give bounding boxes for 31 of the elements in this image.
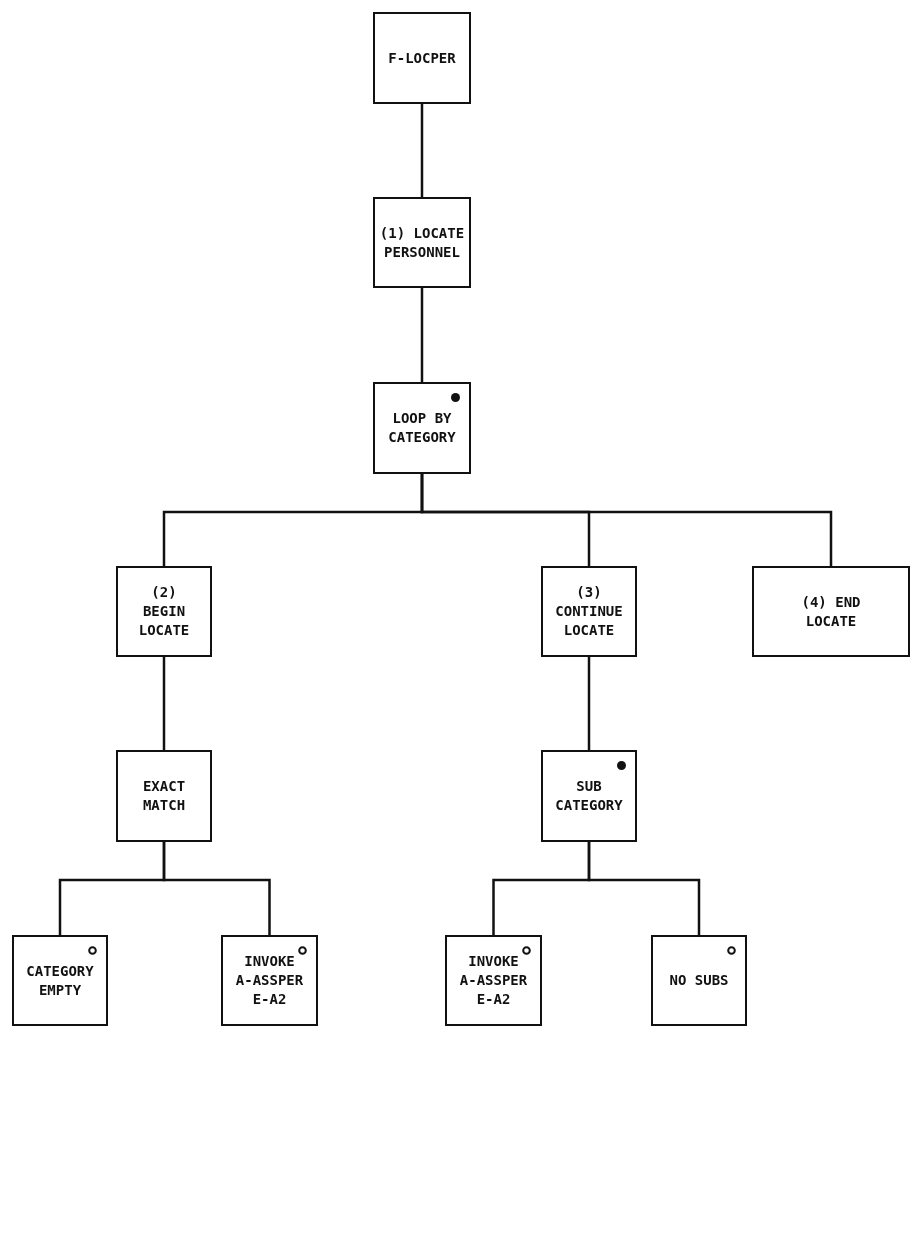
connector-line (162, 657, 166, 750)
process-box (541, 566, 637, 657)
box-label: EXACT MATCH (141, 777, 187, 815)
process-box (116, 750, 212, 842)
process-box (116, 566, 212, 657)
box-label: INVOKE A-ASSPER E-A2 (458, 952, 529, 1009)
box-label: (1) LOCATE PERSONNEL (379, 223, 465, 262)
process-box (752, 566, 910, 657)
box-label: (2) BEGIN LOCATE (137, 583, 191, 640)
box-label: INVOKE A-ASSPER E-A2 (234, 952, 305, 1009)
connector-line (587, 657, 591, 750)
box-label: (3) CONTINUE LOCATE (554, 583, 624, 640)
box-label: F-LOCPER (387, 48, 457, 68)
process-box (651, 935, 747, 1026)
connector-line (420, 104, 424, 197)
process-box (445, 935, 542, 1026)
connector-line (587, 842, 701, 935)
process-box (221, 935, 318, 1026)
process-box (541, 750, 637, 842)
process-box (373, 197, 471, 288)
box-label: LOOP BY CATEGORY (387, 409, 457, 447)
box-label: SUB CATEGORY (554, 777, 624, 815)
process-box (12, 935, 108, 1026)
process-box (373, 12, 471, 104)
box-label: CATEGORY EMPTY (25, 961, 95, 1000)
connector-line (420, 288, 424, 382)
box-label: (4) END LOCATE (800, 592, 862, 631)
connector-line (420, 474, 833, 566)
box-label: NO SUBS (668, 971, 730, 990)
connector-line (162, 842, 271, 935)
process-box (373, 382, 471, 474)
